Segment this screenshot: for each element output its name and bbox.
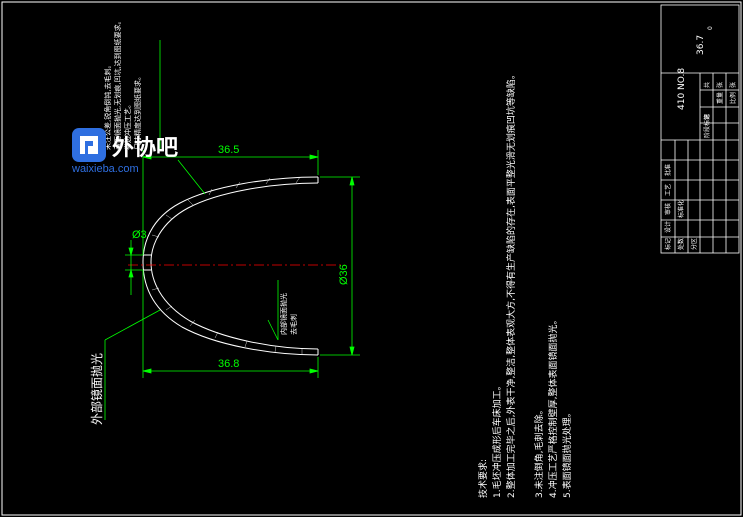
dimension-lines [104,40,360,420]
tb-cell-13: 第 [703,114,711,120]
title-material: 410 NO.8 [677,68,687,110]
inner-contour [150,182,319,350]
tb-cell-0: 标记 [664,238,672,250]
tb-cell-4: 标准化 [677,200,685,218]
watermark-url: waixieba.com [71,163,139,175]
tb-cell-2: 分区 [690,238,698,250]
top-note-line1: 未注公差,锐角倒钝,去毛刺。 [103,62,112,150]
tb-cell-10: 比例 [729,92,737,104]
watermark-name: 外协吧 [112,135,178,161]
title-block-text: 410 NO.8 36.7 0 标记 处数 分区 设计 标准化 审核 工艺 批准… [664,26,737,250]
top-note-line4: 尺寸精度达到图纸要求。 [133,73,142,150]
part-profile [142,176,319,356]
logo-icon [72,128,106,162]
top-note-line3: 卷边冲压工艺。 [123,101,132,150]
tech-requirements: 技术要求: 1.毛坯冲压成形后车床加工。 2.整体加工完毕之后,外表干净,整洁,… [477,70,573,498]
top-note-line2: 表面镜面抛光,无划痕,凹坑,达到图纸要求。 [113,17,122,150]
callout-outer-polish: 外部镜面抛光 [89,353,104,425]
wall-hatch [151,176,303,354]
dimension-text: 36.5 36.8 Ø3 Ø36 [132,144,350,370]
outer-contour [142,176,319,356]
title-scale-suffix: 0 [707,26,714,30]
dim-top-length: 36.5 [218,144,239,156]
tb-cell-5: 审核 [664,203,672,215]
tech-item-3: 3.未注倒角,毛刺去除。 [533,406,545,498]
tb-cell-8: 阶段标记 [703,114,711,138]
dim-neck-diameter: Ø3 [132,229,147,241]
tb-cell-14: 张 [729,82,737,88]
tech-item-5: 5.表面镜面抛光处理。 [561,408,573,498]
title-block [660,4,740,254]
watermark-logo: 外协吧 waixieba.com [71,128,178,175]
tb-cell-1: 处数 [677,238,685,250]
tb-cell-7: 批准 [664,164,672,176]
callout-top-note: 未注公差,锐角倒钝,去毛刺。 表面镜面抛光,无划痕,凹坑,达到图纸要求。 卷边冲… [103,17,142,150]
tb-cell-12: 张 [716,82,724,88]
tb-cell-11: 共 [703,82,711,88]
tech-title: 技术要求: [477,459,489,498]
title-scale: 36.7 [696,35,706,55]
dim-outer-diameter: Ø36 [338,264,350,285]
logo-mark-icon [80,136,98,154]
callout-inner-line1: 内部镜面抛光 [279,293,288,335]
callout-inner-line2: 去毛刺 [289,314,298,335]
tech-item-1: 1.毛坯冲压成形后车床加工。 [491,381,503,498]
tb-cell-6: 工艺 [664,184,672,196]
tech-item-2: 2.整体加工完毕之后,外表干净,整洁,整体表观大方,不得有生产缺陷的存在,表面平… [505,70,517,498]
dim-bottom-length: 36.8 [218,358,239,370]
tb-cell-9: 重量 [716,92,724,104]
tech-item-4: 4.冲压工艺严格控制壁厚,整体表面镜面抛光。 [547,316,559,498]
tb-cell-3: 设计 [664,221,672,233]
